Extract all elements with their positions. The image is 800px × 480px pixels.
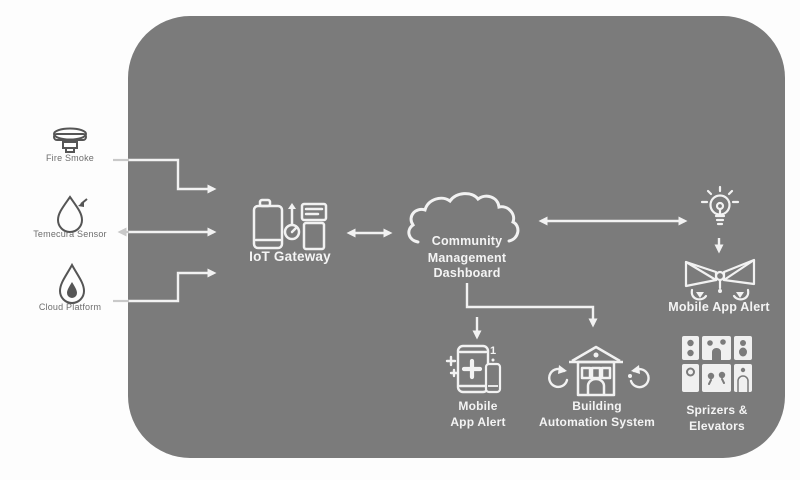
sensor-label-cloud-platform: Cloud Platform [38,302,102,312]
mobile-app-alert-bottom-line2: App Alert [450,415,506,429]
diagram-panel [128,16,785,458]
building-automation-line1: Building [572,399,622,413]
sprinklers-elevators-line1: Sprizers & [686,403,748,417]
elevator-panels-icon [682,336,752,393]
house-icon [569,345,623,397]
sprinklers-elevators-line2: Elevators [689,419,745,433]
gateway-label: IoT Gateway [249,249,331,264]
phones-plus-icon [445,344,502,394]
notification-count-badge: 1 [489,345,497,357]
refresh-arrow-right-icon [628,365,650,389]
mobile-app-alert-right-label: Mobile App Alert [668,300,770,314]
water-drop-sensor-icon [56,195,88,233]
dashboard-label-line1: Community [431,234,503,248]
gateway-devices-icon [252,198,328,251]
cloud-outline-icon [407,192,520,244]
droplet-flame-icon [58,262,86,304]
dashboard-label-line2: Management Dashboard [427,251,507,280]
sensor-label-temecura-sensor: Temecura Sensor [33,229,107,239]
alert-bow-icon [684,258,756,301]
mobile-app-alert-bottom-line1: Mobile [458,399,498,413]
sensor-label-fire-smoke: Fire Smoke [45,153,94,163]
refresh-arrow-left-icon [548,365,569,389]
lightbulb-icon [700,185,740,226]
building-automation-line2: Automation System [538,415,656,429]
smoke-detector-icon [53,127,87,153]
